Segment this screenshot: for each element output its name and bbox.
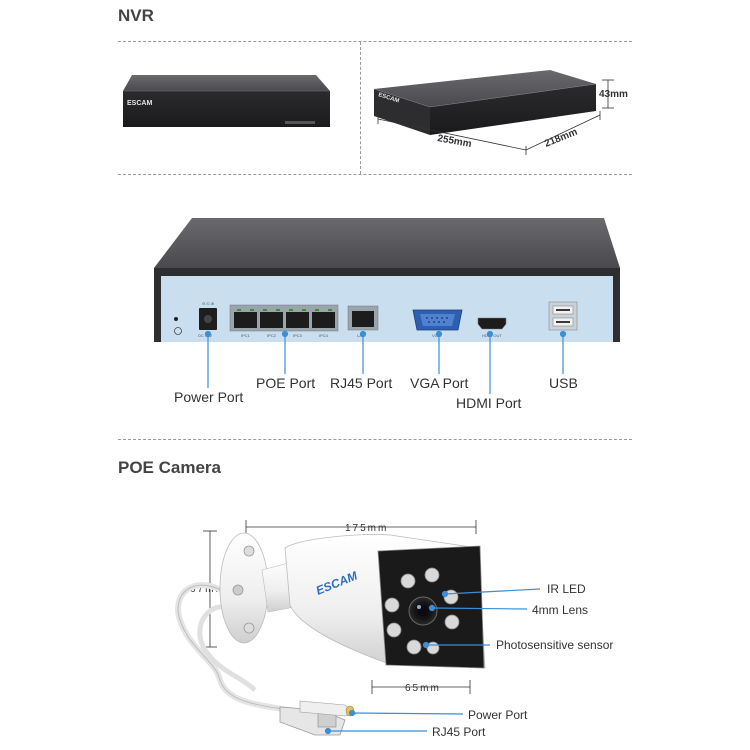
camera-rj45-port-label: RJ45 Port xyxy=(432,725,486,739)
lens-label: 4mm Lens xyxy=(532,603,589,617)
power-port-label: Power Port xyxy=(174,389,244,405)
usb-port-label: USB xyxy=(549,375,578,391)
camera-section-title: POE Camera xyxy=(118,458,221,477)
nvr-section-title: NVR xyxy=(118,6,154,25)
svg-text:IPC2: IPC2 xyxy=(267,333,277,338)
vga-port-label: VGA Port xyxy=(410,375,469,391)
svg-text:⊖-©-⊕: ⊖-©-⊕ xyxy=(202,301,214,306)
svg-text:DC 48V: DC 48V xyxy=(198,333,212,338)
cam-front-dim: 65mm xyxy=(405,683,441,694)
camera-power-port-label: Power Port xyxy=(468,708,528,722)
svg-text:IPC4: IPC4 xyxy=(319,333,329,338)
svg-text:IPC1: IPC1 xyxy=(241,333,251,338)
poe-port-label: POE Port xyxy=(256,375,316,391)
cam-length-dim: 175mm xyxy=(345,523,388,534)
cam-height-dim: 67mm xyxy=(190,584,226,595)
svg-text:IPC3: IPC3 xyxy=(293,333,303,338)
sensor-label: Photosensitive sensor xyxy=(496,638,614,652)
divider-bottom xyxy=(118,439,632,440)
divider-top xyxy=(118,41,632,42)
rj45-port-label: RJ45 Port xyxy=(330,375,393,391)
ir-led-label: IR LED xyxy=(547,582,586,596)
divider-middle xyxy=(118,174,632,175)
hdmi-port-label: HDMI Port xyxy=(456,395,522,411)
nvr-height-dim: 43mm xyxy=(599,89,628,100)
divider-vertical xyxy=(360,42,361,174)
nvr-front-brand: ESCAM xyxy=(127,100,152,107)
